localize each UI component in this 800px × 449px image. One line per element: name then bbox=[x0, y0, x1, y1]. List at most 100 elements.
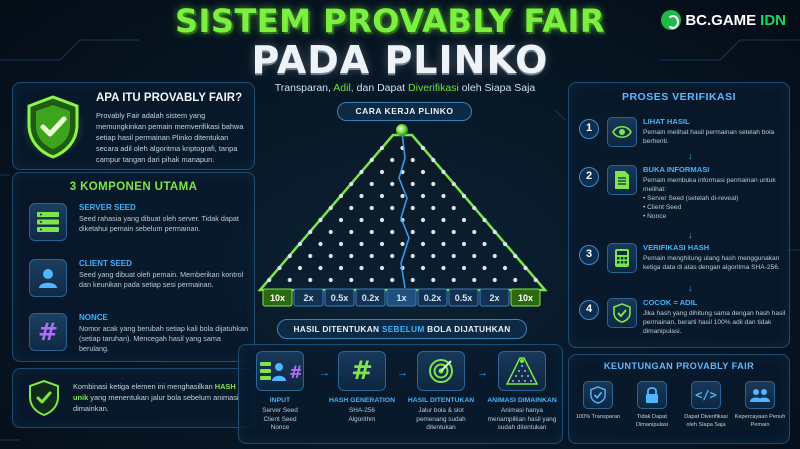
peg bbox=[451, 205, 456, 211]
step-number: 3 bbox=[579, 245, 599, 265]
peg bbox=[318, 265, 323, 271]
peg bbox=[328, 277, 333, 283]
peg bbox=[420, 217, 426, 223]
peg bbox=[390, 253, 395, 259]
peg bbox=[390, 205, 395, 211]
multiplier-label: 0.2x bbox=[362, 293, 380, 303]
title-line-1: SISTEM PROVABLY FAIR bbox=[174, 2, 606, 40]
step-name: COCOK = ADIL bbox=[643, 298, 698, 307]
peg bbox=[349, 229, 354, 235]
peg bbox=[267, 277, 272, 283]
peg bbox=[441, 193, 446, 199]
calculator-icon bbox=[607, 243, 637, 273]
peg bbox=[482, 265, 487, 271]
peg bbox=[369, 277, 374, 283]
peg bbox=[359, 265, 364, 271]
flow-step-name: INPUT bbox=[269, 397, 291, 404]
peg-grid bbox=[267, 145, 538, 283]
peg bbox=[431, 277, 436, 283]
list-item: Server Seed (setelah di-reveal) bbox=[643, 194, 788, 203]
peg bbox=[492, 229, 497, 235]
components-panel: 3 KOMPONEN UTAMA SERVER SEED Seed rahasi… bbox=[12, 172, 255, 362]
peg bbox=[492, 253, 497, 259]
subtitle: Transparan, Adil, dan Dapat Diverifikasi… bbox=[274, 82, 536, 94]
what-is-panel: APA ITU PROVABLY FAIR? Provably Fair ada… bbox=[12, 82, 255, 170]
document-icon bbox=[607, 165, 637, 195]
peg bbox=[390, 181, 395, 187]
peg bbox=[318, 241, 323, 247]
peg bbox=[390, 229, 395, 235]
peg bbox=[441, 241, 446, 247]
peg bbox=[420, 241, 426, 247]
peg bbox=[472, 277, 477, 283]
shield-check-icon bbox=[21, 95, 85, 159]
peg bbox=[369, 229, 374, 235]
peg bbox=[441, 169, 446, 175]
multiplier-label: 0.5x bbox=[331, 293, 349, 303]
flow-step-animation: ANIMASI DIMAINKAN Animasi hanya menampil… bbox=[487, 351, 557, 433]
multiplier-slot bbox=[262, 288, 293, 307]
peg bbox=[297, 241, 303, 247]
peg bbox=[502, 241, 508, 247]
multiplier-label: 0.5x bbox=[455, 293, 473, 303]
peg bbox=[431, 157, 436, 163]
step-name: VERIFIKASI HASH bbox=[643, 243, 710, 252]
flow-step-name: HASIL DITENTUKAN bbox=[407, 397, 475, 404]
ball bbox=[396, 124, 408, 136]
component-desc: Nomor acak yang berubah setiap kali bola… bbox=[79, 324, 249, 353]
benefit-label: 100% Transparan bbox=[575, 414, 621, 420]
peg bbox=[461, 265, 467, 271]
benefit-tamper-proof: Tidak Dapat Dimanipulasi bbox=[625, 381, 679, 429]
multiplier-label: 2x bbox=[489, 293, 499, 303]
title-line-2: PADA PLINKO bbox=[251, 38, 549, 82]
flow-step-name: HASH GENERATION bbox=[329, 397, 395, 404]
arrow-right-icon: → bbox=[319, 367, 330, 379]
benefits-title: KEUNTUNGAN PROVABLY FAIR bbox=[603, 361, 755, 371]
peg bbox=[379, 169, 385, 175]
flow-step-result: HASIL DITENTUKAN Jalur bola & slot pemen… bbox=[406, 351, 476, 433]
peg bbox=[431, 181, 436, 187]
flow-step-name: ANIMASI DIMAINKAN bbox=[487, 397, 557, 404]
result-determined-label: HASIL DITENTUKAN SEBELUM BOLA DIJATUHKAN bbox=[277, 319, 527, 339]
peg bbox=[390, 277, 395, 283]
brand-name: BC.GAME bbox=[685, 11, 757, 29]
arrow-down-icon: ↓ bbox=[688, 283, 693, 293]
peg bbox=[379, 265, 385, 271]
peg bbox=[369, 253, 374, 259]
benefit-trust: Kepercayaan Penuh Pemain bbox=[733, 381, 787, 429]
peg bbox=[410, 229, 415, 235]
peg bbox=[513, 277, 518, 283]
peg bbox=[533, 277, 538, 283]
peg bbox=[451, 229, 456, 235]
multiplier-slot bbox=[417, 288, 448, 307]
peg bbox=[390, 157, 395, 163]
peg bbox=[451, 253, 456, 259]
peg bbox=[349, 205, 354, 211]
step-number: 1 bbox=[579, 119, 599, 139]
multiplier-label: 2x bbox=[303, 293, 313, 303]
benefit-verifiable: </> Dapat Diverifikasi oleh Siapa Saja bbox=[679, 381, 733, 429]
peg bbox=[349, 277, 354, 283]
peg bbox=[431, 253, 436, 259]
peg bbox=[451, 181, 456, 187]
peg bbox=[461, 193, 467, 199]
multiplier-slot bbox=[324, 288, 355, 307]
flow-step-desc: SHA-256 Algorithm bbox=[348, 407, 376, 423]
input-icon: # bbox=[256, 351, 304, 391]
flow-step-desc: Server Seed Client Seed Nonce bbox=[262, 407, 298, 431]
peg bbox=[379, 217, 385, 223]
peg bbox=[502, 265, 508, 271]
component-desc: Seed rahasia yang dibuat oleh server. Ti… bbox=[79, 214, 239, 233]
arrow-right-icon: → bbox=[477, 367, 488, 379]
multiplier-label: 10x bbox=[518, 293, 533, 303]
step-desc: Pemain menghitung ulang hash menggunakan… bbox=[643, 255, 780, 271]
peg bbox=[420, 169, 426, 175]
component-name: SERVER SEED bbox=[79, 203, 136, 212]
peg bbox=[287, 277, 292, 283]
multiplier-slot bbox=[479, 288, 510, 307]
hash-icon: # bbox=[29, 313, 67, 351]
what-is-title: APA ITU PROVABLY FAIR? bbox=[96, 92, 243, 104]
peg bbox=[349, 253, 354, 259]
